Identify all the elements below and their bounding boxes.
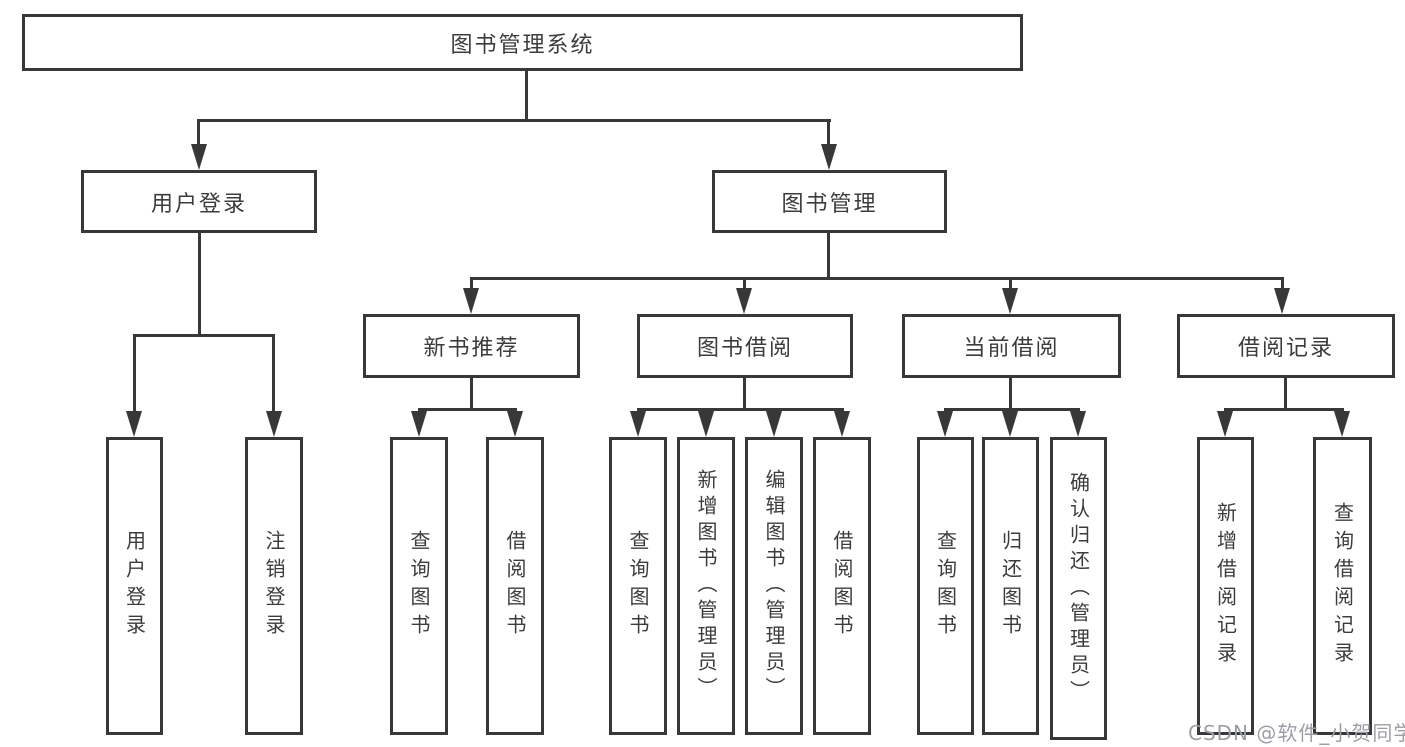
connector-level3-rail (470, 277, 1284, 280)
connector-newbook-drop (470, 277, 473, 293)
connector-mgmt-drop (827, 119, 830, 149)
arrowhead-to-book-mgmt-icon (821, 144, 837, 170)
arrowhead-borrow-leaf1-icon (630, 411, 646, 437)
node-current-borrowing-label: 当前借阅 (963, 336, 1060, 361)
leaf-add-book-admin: 新增图书（管理员） (677, 437, 735, 735)
leaf-add-borrow-record: 新增借阅记录 (1197, 437, 1254, 735)
leaf-add-book-admin-label: 新增图书（管理员） (694, 469, 718, 703)
connector-current-stem (1009, 378, 1012, 410)
arrowhead-records-leaf1-icon (1217, 411, 1233, 437)
leaf-query-borrow-record: 查询借阅记录 (1313, 437, 1372, 735)
connector-login-leaf2-drop (272, 334, 275, 416)
connector-records-rail (1224, 408, 1344, 411)
leaf-query-borrow-record-label: 查询借阅记录 (1330, 502, 1355, 670)
leaf-borrow-books-newbook: 借阅图书 (486, 437, 544, 735)
leaf-user-login: 用户登录 (106, 437, 163, 735)
leaf-edit-book-admin: 编辑图书（管理员） (745, 437, 803, 735)
node-book-management: 图书管理 (712, 170, 947, 233)
connector-newbook-stem (470, 378, 473, 410)
arrowhead-to-current-icon (1002, 288, 1018, 314)
leaf-logout-label: 注销登录 (262, 530, 286, 642)
arrowhead-current-leaf1-icon (937, 411, 953, 437)
connector-login-drop (197, 119, 200, 149)
leaf-query-books-borrow-label: 查询图书 (626, 530, 650, 642)
leaf-borrow-books-borrow: 借阅图书 (813, 437, 871, 735)
arrowhead-records-leaf2-icon (1334, 411, 1350, 437)
leaf-confirm-return-admin: 确认归还（管理员） (1050, 437, 1107, 740)
connector-borrow-stem (743, 378, 746, 410)
leaf-borrow-books-newbook-label: 借阅图书 (503, 530, 527, 642)
arrowhead-newbook-leaf2-icon (507, 411, 523, 437)
arrowhead-current-leaf2-icon (1002, 411, 1018, 437)
leaf-logout: 注销登录 (245, 437, 303, 735)
node-current-borrowing: 当前借阅 (902, 314, 1121, 378)
leaf-return-book: 归还图书 (982, 437, 1039, 735)
node-user-login-label: 用户登录 (150, 191, 247, 217)
connector-records-stem (1284, 378, 1287, 410)
leaf-add-borrow-record-label: 新增借阅记录 (1213, 502, 1238, 670)
arrowhead-current-leaf3-icon (1070, 411, 1086, 437)
node-new-book-recommend: 新书推荐 (363, 314, 580, 378)
connector-level1-rail (197, 119, 831, 122)
leaf-confirm-return-admin-label: 确认归还（管理员） (1066, 471, 1091, 706)
leaf-query-books-current: 查询图书 (917, 437, 974, 735)
connector-login-rail (133, 334, 275, 337)
connector-login-stem (198, 233, 201, 337)
node-book-management-label: 图书管理 (781, 191, 878, 217)
arrowhead-to-user-login-icon (191, 144, 207, 170)
node-root: 图书管理系统 (22, 14, 1023, 71)
connector-root-stem (525, 71, 528, 121)
connector-current-rail (944, 408, 1080, 411)
arrowhead-newbook-leaf1-icon (411, 411, 427, 437)
node-root-label: 图书管理系统 (450, 32, 595, 58)
arrowhead-to-newbook-icon (463, 288, 479, 314)
node-user-login: 用户登录 (81, 170, 317, 233)
watermark: CSDN @软件_小贺同学 (1188, 721, 1405, 745)
leaf-return-book-label: 归还图书 (998, 530, 1023, 642)
connector-current-drop (1009, 277, 1012, 293)
arrowhead-to-leaf-logout-icon (266, 411, 282, 437)
node-borrowing-records: 借阅记录 (1177, 314, 1395, 378)
node-borrowing-records-label: 借阅记录 (1237, 336, 1334, 361)
node-new-book-recommend-label: 新书推荐 (423, 336, 520, 361)
arrowhead-borrow-leaf2-icon (698, 411, 714, 437)
leaf-edit-book-admin-label: 编辑图书（管理员） (762, 469, 786, 703)
leaf-query-books-newbook: 查询图书 (390, 437, 448, 735)
leaf-query-books-borrow: 查询图书 (609, 437, 667, 735)
node-book-borrowing-label: 图书借阅 (696, 336, 793, 361)
arrowhead-to-records-icon (1274, 288, 1290, 314)
leaf-query-books-newbook-label: 查询图书 (407, 530, 431, 642)
connector-mgmt-stem (827, 233, 830, 280)
connector-records-drop (1281, 277, 1284, 293)
arrowhead-borrow-leaf4-icon (834, 411, 850, 437)
arrowhead-to-borrow-icon (736, 288, 752, 314)
arrowhead-to-leaf-user-login-icon (126, 411, 142, 437)
connector-newbook-rail (418, 408, 517, 411)
arrowhead-borrow-leaf3-icon (766, 411, 782, 437)
connector-login-leaf1-drop (133, 334, 136, 416)
connector-borrow-drop (743, 277, 746, 293)
node-book-borrowing: 图书借阅 (637, 314, 853, 378)
leaf-borrow-books-borrow-label: 借阅图书 (830, 530, 854, 642)
connector-borrow-rail (637, 408, 844, 411)
leaf-query-books-current-label: 查询图书 (933, 530, 958, 642)
leaf-user-login-label: 用户登录 (122, 530, 147, 642)
